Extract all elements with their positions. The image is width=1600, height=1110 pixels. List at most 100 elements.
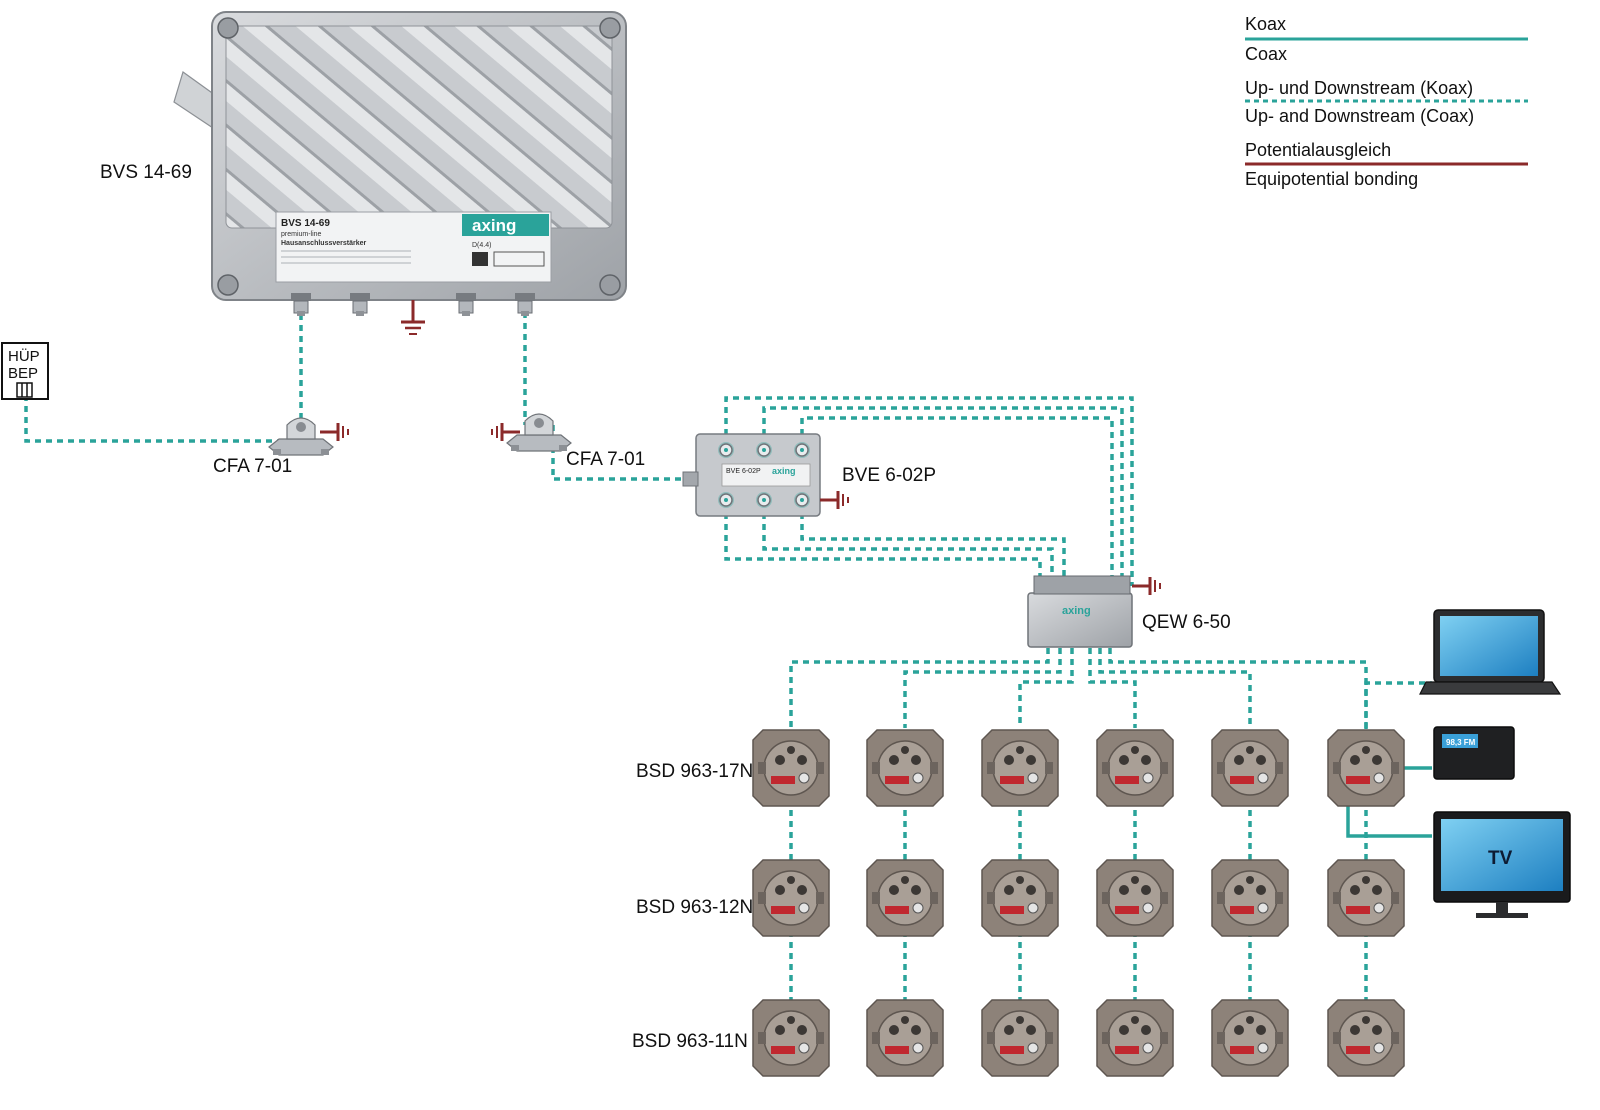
qew-label: QEW 6-50 [1142, 612, 1231, 633]
cable-bve-top-1 [724, 396, 1134, 586]
cable-bve-top-3 [800, 416, 1114, 586]
plate-a-mark [472, 252, 488, 266]
screw-icon [599, 274, 621, 296]
amplifier-label: BVS 14-69 [100, 162, 192, 183]
socket-bsd-12n [1211, 859, 1289, 937]
plate-line-gfx [281, 250, 411, 252]
cable-qew-col4 [1088, 648, 1137, 728]
qew-brand: axing [1062, 605, 1091, 617]
cable-bve-top-2 [762, 406, 1124, 586]
screw-icon [217, 17, 239, 39]
cfa-left-label: CFA 7-01 [213, 456, 292, 477]
cable-qew-col3 [1018, 648, 1074, 728]
cable-bve-bot-2 [762, 502, 1054, 586]
amplifier-plate-brand-bar [462, 214, 549, 236]
legend-pot-de: Potentialausgleich [1245, 140, 1391, 160]
row3-label: BSD 963-11N [632, 1031, 748, 1052]
cable-qew-col2 [903, 648, 1062, 728]
hup-line1: HÜP [8, 347, 40, 365]
socket-bsd-11n [1211, 999, 1289, 1077]
cfa-clamp-icon [268, 417, 334, 456]
socket-bsd-12n [1327, 859, 1405, 937]
cable-hup-cfa [24, 395, 301, 443]
qew-body [1027, 592, 1133, 648]
legend-updown-en: Up- and Downstream (Coax) [1245, 106, 1474, 126]
cfa-left [268, 417, 350, 456]
cable-bve-bot-3 [800, 502, 1066, 586]
splitter-port [755, 441, 773, 459]
plate-code: D(4.4) [472, 242, 491, 249]
amp-port-input [290, 292, 312, 317]
screw-icon [217, 274, 239, 296]
plate-line-gfx [281, 262, 411, 264]
socket-bsd-12n [1096, 859, 1174, 937]
socket-bsd-11n [1096, 999, 1174, 1077]
splitter-port [793, 491, 811, 509]
row2-label: BSD 963-12N [636, 897, 753, 918]
socket-bsd-11n [752, 999, 830, 1077]
splitter-plate [721, 463, 811, 487]
ground-icon [401, 300, 425, 335]
socket-bsd-11n [1327, 999, 1405, 1077]
splitter-port [793, 441, 811, 459]
cables-updown [24, 312, 1432, 1000]
socket-bsd-17n [752, 729, 830, 807]
splitter-port [717, 441, 735, 459]
amp-port [455, 292, 477, 317]
amplifier-ribs [225, 25, 613, 229]
legend-pot-en: Equipotential bonding [1245, 169, 1418, 189]
plate-model: BVS 14-69 [281, 218, 330, 229]
radio-icon: 98,3 FM [1433, 726, 1515, 780]
laptop-icon [1419, 609, 1562, 695]
amplifier-bvs: axing BVS 14-69 premium-line Hausanschlu… [173, 11, 627, 335]
legend-updown-de: Up- und Downstream (Koax) [1245, 78, 1473, 98]
legend: Koax Coax Up- und Downstream (Koax) Up- … [1245, 14, 1528, 189]
socket-bsd-11n [981, 999, 1059, 1077]
ground-icon [318, 421, 350, 443]
splitter-port [717, 491, 735, 509]
legend-koax: Koax [1245, 14, 1286, 34]
plate-line: premium-line [281, 231, 322, 238]
splitter-brand: axing [772, 466, 796, 476]
splitter-input [682, 471, 699, 487]
socket-bsd-17n [1211, 729, 1289, 807]
legend-coax: Coax [1245, 44, 1287, 64]
cable-qew-col1 [789, 648, 1050, 728]
cable-qew-col5 [1098, 648, 1252, 728]
socket-bsd-17n [866, 729, 944, 807]
hup-connector-icon [16, 382, 33, 398]
socket-bsd-12n [866, 859, 944, 937]
qew-connectors [1033, 575, 1131, 595]
socket-bsd-17n [981, 729, 1059, 807]
plate-desc: Hausanschlussverstärker [281, 240, 366, 247]
splitter-label: BVE 6-02P [842, 465, 936, 486]
tv-label: TV [1488, 848, 1513, 869]
hup-line2: BEP [8, 365, 38, 382]
amp-port [349, 292, 371, 317]
socket-bsd-17n [1096, 729, 1174, 807]
socket-bsd-17n [1327, 729, 1405, 807]
amp-port-output [514, 292, 536, 317]
splitter-bve: BVE 6-02P axing [682, 433, 850, 517]
sockets-grid [752, 729, 1405, 1077]
cable-qew-col6 [1108, 648, 1368, 728]
socket-bsd-11n [866, 999, 944, 1077]
socket-bsd-12n [752, 859, 830, 937]
cfa-right-label: CFA 7-01 [566, 449, 645, 470]
amplifier-gland [173, 71, 216, 130]
cable-bve-bot-1 [724, 502, 1042, 586]
ground-icon [818, 489, 850, 511]
qew-distributor: axing [1027, 575, 1162, 648]
splitter-plate-text: BVE 6-02P [726, 468, 761, 475]
house-transfer-point: HÜP BEP [1, 342, 49, 400]
plate-brand: axing [472, 216, 516, 235]
screw-icon [599, 17, 621, 39]
row1-label: BSD 963-17N [636, 761, 753, 782]
plate-ce-box [493, 251, 545, 267]
radio-display: 98,3 FM [1446, 738, 1476, 747]
cfa-right [490, 413, 572, 452]
socket-bsd-12n [981, 859, 1059, 937]
hup-box [1, 342, 49, 400]
tv-icon: TV [1433, 811, 1571, 918]
